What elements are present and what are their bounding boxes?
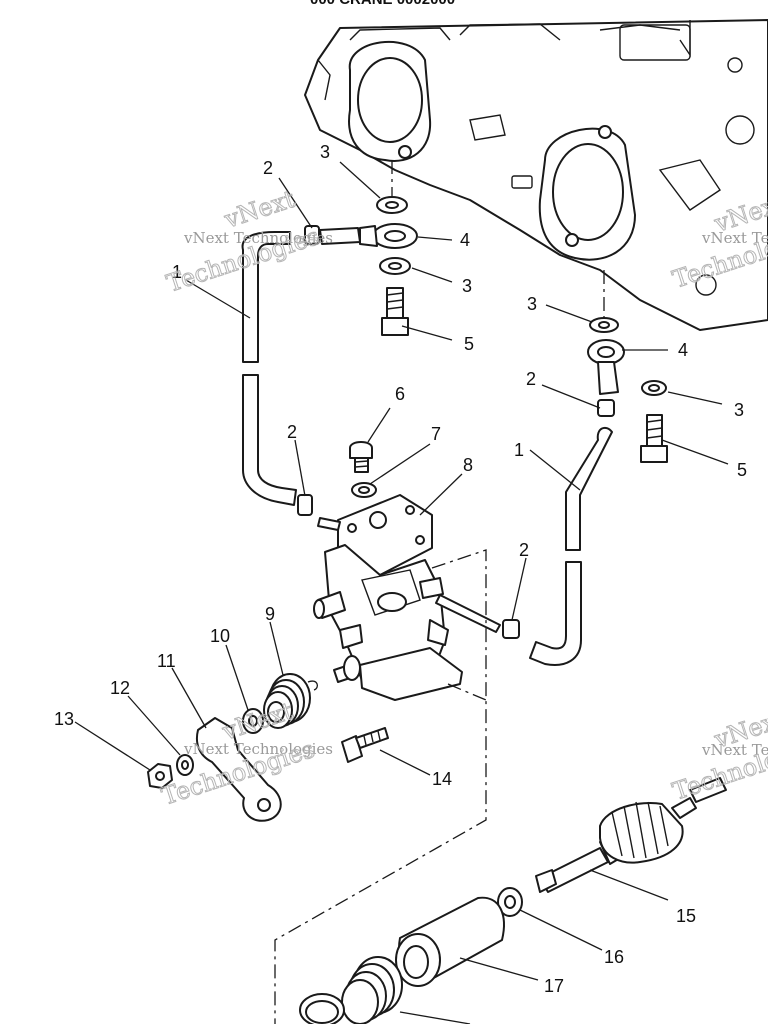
bracket-line: [274, 549, 487, 1024]
callout-1: 1: [172, 262, 182, 282]
watermark-text-right: vNext Technologies: [701, 229, 768, 247]
callout-12: 12: [110, 678, 130, 698]
watermark-outline-5: vNext: [218, 697, 296, 746]
watermark-text-right-mid: vNext Technologies: [701, 741, 768, 759]
leader-lines: [74, 161, 729, 1024]
watermark-text: vNext Technologies: [183, 229, 333, 247]
callout-13: 13: [54, 709, 74, 729]
callout-3: 3: [734, 400, 744, 420]
callout-3: 3: [320, 142, 330, 162]
callout-labels: 1 2 3 4 3 5 3 4 2 3 5 1 2 6 7 8 2 9 10 1…: [54, 142, 747, 996]
callout-4: 4: [678, 340, 688, 360]
callout-4: 4: [460, 230, 470, 250]
callout-11: 11: [157, 651, 176, 671]
callout-5: 5: [737, 460, 747, 480]
sleeve-17: [395, 896, 505, 987]
callout-9: 9: [265, 604, 275, 624]
engine-block: [304, 19, 768, 331]
callout-6: 6: [395, 384, 405, 404]
watermark-text-mid: vNext Technologies: [183, 740, 333, 758]
lever-11: [195, 717, 282, 822]
right-hose-assembly: [502, 270, 668, 666]
drive-shaft-15: [535, 777, 727, 893]
callout-2: 2: [263, 158, 273, 178]
left-hose-assembly: [241, 160, 418, 516]
callout-8: 8: [463, 455, 473, 475]
callout-2: 2: [526, 369, 536, 389]
callout-3: 3: [527, 294, 537, 314]
bolt-14: [341, 727, 389, 763]
callout-10: 10: [210, 626, 230, 646]
callout-7: 7: [431, 424, 441, 444]
callout-16: 16: [604, 947, 624, 967]
callout-14: 14: [432, 769, 452, 789]
spring-lower: [341, 956, 403, 1024]
callout-2: 2: [519, 540, 529, 560]
watermark-outline-1: vNext: [220, 185, 298, 234]
callout-5: 5: [464, 334, 474, 354]
callout-2: 2: [287, 422, 297, 442]
bolt-6: [349, 441, 373, 473]
callout-15: 15: [676, 906, 696, 926]
spring-9: [263, 673, 319, 729]
callout-17: 17: [544, 976, 564, 996]
header-caption: 000 CRANE 0002000: [310, 0, 455, 8]
callout-1: 1: [514, 440, 524, 460]
callout-3: 3: [462, 276, 472, 296]
oil-pump: [313, 494, 501, 701]
